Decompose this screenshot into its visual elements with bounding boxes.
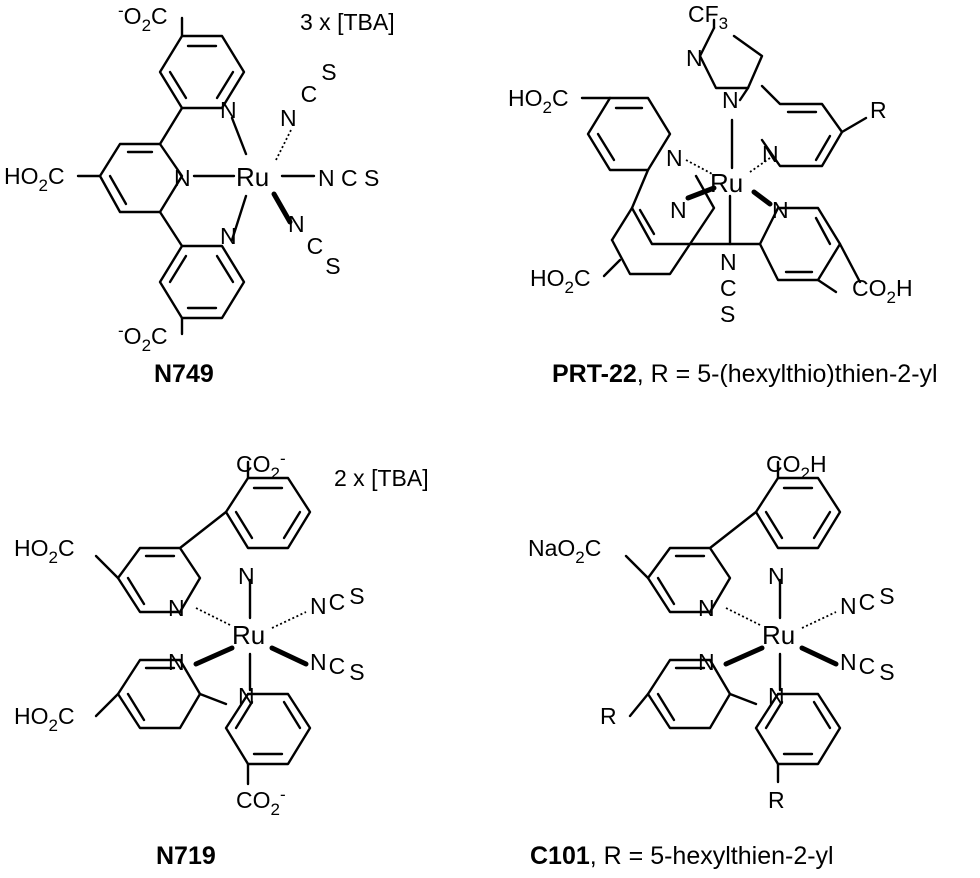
n749-ncs-bottom: NCS	[288, 211, 341, 279]
n719-top-carboxylate: CO2-	[236, 449, 286, 483]
n749-bottom-ring	[158, 210, 246, 320]
prt22-n-mid-right: N	[772, 197, 789, 223]
n749-caption: N749	[154, 360, 214, 388]
prt22-n-right: N	[762, 141, 779, 167]
n749-ncs-top: NCS	[280, 59, 337, 131]
n719-n-top: N	[238, 563, 255, 589]
n719-counterion: 2 x [TBA]	[334, 465, 429, 491]
prt22-n-pyrazole-1: N	[686, 45, 703, 71]
c101-ru: Ru	[762, 620, 795, 650]
n749-top-ring	[158, 34, 246, 110]
n719-bottom-carboxylate: CO2-	[236, 785, 286, 819]
n749-ncs-mid: N C S	[318, 165, 379, 191]
n749-counterion: 3 x [TBA]	[300, 9, 395, 35]
c101-caption: C101, R = 5-hexylthien-2-yl	[530, 842, 834, 870]
prt22-ru: Ru	[710, 168, 743, 198]
prt22-ncs-c: C	[720, 275, 737, 301]
prt22-r: R	[870, 97, 887, 123]
prt22-ncs-s: S	[720, 301, 735, 327]
molecule-prt22: CF3 N N N N N N Ru R HO2C HO2C CO2H N C …	[508, 1, 938, 388]
prt22-pyrazole	[698, 26, 764, 90]
n749-bottom-carboxylate: -O2C	[118, 321, 168, 355]
prt22-mid-left-ring	[630, 168, 716, 246]
n719-caption: N719	[156, 842, 216, 870]
prt22-cf3: CF3	[688, 1, 728, 33]
c101-n-left-top: N	[698, 595, 715, 621]
prt22-n-pyrazole-2: N	[722, 87, 739, 113]
c101-top-acid: CO2H	[766, 451, 827, 483]
c101-r-bottom: R	[768, 787, 785, 813]
prt22-acid-bottom-right: CO2H	[852, 275, 913, 307]
c101-r-left: R	[600, 703, 617, 729]
molecule-n749: -O2C HO2C -O2C N N N Ru NCS N C S NCS 3 …	[4, 1, 395, 388]
prt22-acid-bottom-left: HO2C	[530, 265, 591, 297]
n749-top-carboxylate: -O2C	[118, 1, 168, 35]
n719-n-bottom: N	[238, 683, 255, 709]
c101-n-top: N	[768, 563, 785, 589]
c101-bottom-left-ring	[646, 658, 732, 730]
c101-n-bottom: N	[768, 683, 785, 709]
n719-n-left-bottom: N	[168, 649, 185, 675]
c101-salt: NaO2C	[528, 535, 601, 567]
prt22-ncs-n: N	[720, 249, 737, 275]
n719-bottom-left-ring	[116, 658, 202, 730]
n719-bottom-ring	[224, 692, 312, 766]
prt22-n-mid-left: N	[670, 197, 687, 223]
n749-ru: Ru	[236, 162, 269, 192]
n719-n-left-top: N	[168, 595, 185, 621]
c101-n-left-bottom: N	[698, 649, 715, 675]
n749-n-top: N	[220, 97, 237, 123]
n749-mid-ring	[98, 106, 184, 214]
prt22-caption: PRT-22, R = 5-(hexylthio)thien-2-yl	[552, 360, 938, 388]
n749-n-mid: N	[174, 165, 191, 191]
n719-ru: Ru	[232, 620, 265, 650]
c101-bottom-ring	[754, 692, 842, 766]
n749-left-acid: HO2C	[4, 163, 65, 195]
c101-top-left-ring	[646, 510, 758, 614]
n719-acid-bottom: HO2C	[14, 703, 75, 735]
n749-n-bottom: N	[220, 223, 237, 249]
n719-top-left-ring	[116, 510, 228, 614]
n719-acid-top: HO2C	[14, 535, 75, 567]
prt22-acid-top: HO2C	[508, 85, 569, 117]
prt22-n-left: N	[666, 145, 683, 171]
prt22-mid-right-ring	[688, 206, 842, 282]
